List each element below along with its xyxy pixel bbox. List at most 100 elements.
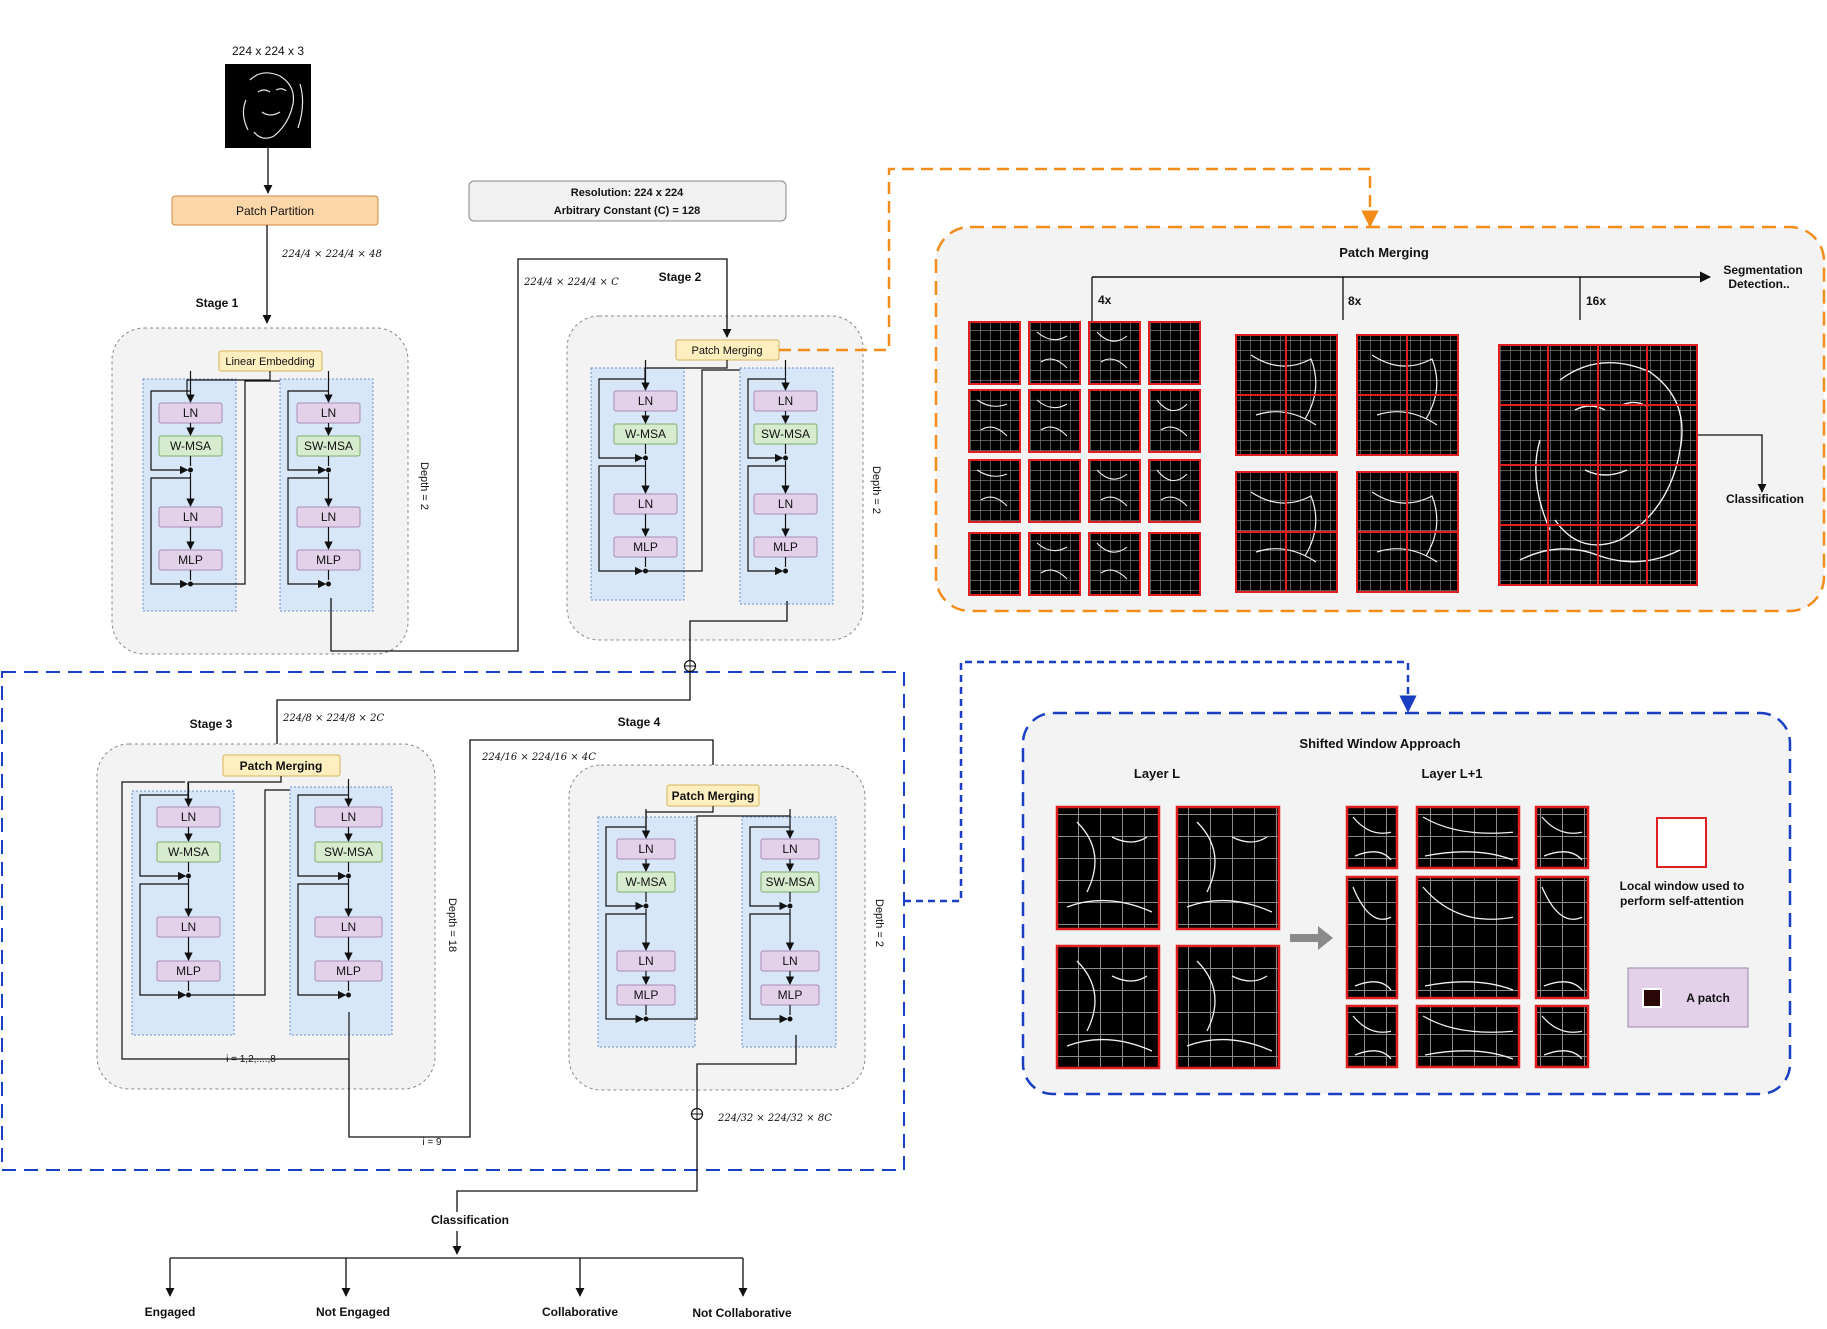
pm-4x-tile — [1148, 321, 1201, 385]
pm-4x-tile — [968, 532, 1021, 596]
s3-right-ln2-label: LN — [341, 920, 356, 934]
pm-segmentation: Segmentation — [1723, 263, 1802, 277]
legend-window-swatch — [1656, 817, 1707, 868]
s1-left-ln1-label: LN — [183, 406, 198, 420]
sw-layer-l1-window — [1415, 805, 1521, 870]
pm-8x-tile — [1356, 334, 1459, 456]
legend-patch-swatch — [1642, 988, 1662, 1008]
stage4-dims-out: 224/32 × 224/32 × 8C — [717, 1113, 832, 1124]
info-box — [468, 180, 787, 222]
sw-panel-title: Shifted Window Approach — [1299, 736, 1460, 751]
pm-4x-tile — [968, 389, 1021, 453]
s1-right-mlp-label: MLP — [316, 553, 341, 567]
stage4-title: Stage 4 — [618, 715, 661, 729]
s4-left-ln1-label: LN — [638, 842, 653, 856]
pm-4x-tile — [1148, 459, 1201, 523]
s3-left-column — [131, 790, 235, 1036]
pm-4x-tile — [1148, 532, 1201, 596]
s3-left-ln2-label: LN — [181, 920, 196, 934]
pm-4x-tile — [1088, 459, 1141, 523]
class-not-engaged: Not Engaged — [316, 1305, 390, 1319]
patch-partition-block — [171, 195, 379, 226]
sw-layer-l: Layer L — [1134, 766, 1180, 781]
sw-layer-l1-window — [1534, 1004, 1590, 1069]
legend-window-line2: perform self-attention — [1620, 894, 1744, 908]
s3-left-mlp-label: MLP — [176, 964, 201, 978]
sw-layer-l-grid — [1055, 805, 1281, 1070]
pm-scale-4x: 4x — [1098, 293, 1112, 307]
input-size-label: 224 x 224 x 3 — [232, 44, 304, 58]
s4-right-ln2-label: LN — [782, 954, 797, 968]
patch-partition-label: Patch Partition — [236, 204, 314, 218]
stage3-depth: Depth = 18 — [446, 898, 458, 952]
sw-layer-l1-window — [1534, 875, 1590, 1000]
s4-left-mlp-label: MLP — [634, 988, 659, 1002]
pm-8x-tile — [1356, 471, 1459, 593]
sw-layer-l-window — [1055, 805, 1161, 931]
sw-layer-l1-window — [1415, 1004, 1521, 1069]
sw-arrow — [1290, 926, 1333, 950]
pm-4x-tile — [1088, 389, 1141, 453]
pm-panel-title: Patch Merging — [1339, 245, 1429, 260]
sw-layer-l1-grid — [1345, 805, 1590, 1069]
stage2-title: Stage 2 — [659, 270, 702, 284]
stage4-depth: Depth = 2 — [873, 899, 885, 947]
pm-scale-8x: 8x — [1348, 294, 1362, 308]
pm-scale-16x: 16x — [1586, 294, 1606, 308]
sw-layer-l1-window — [1415, 875, 1521, 1000]
s2-right-ln1-label: LN — [778, 394, 793, 408]
pm-4x-tile — [968, 459, 1021, 523]
stage3-exit-label: i = 9 — [422, 1137, 442, 1148]
stage1-embed-label: Linear Embedding — [225, 356, 314, 368]
stage1-depth: Depth = 2 — [418, 462, 430, 510]
s1-left-mlp-label: MLP — [178, 553, 203, 567]
class-not-collaborative: Not Collaborative — [692, 1306, 792, 1320]
pm-8x-tile — [1235, 471, 1338, 593]
stage3-dims: 224/8 × 224/8 × 2C — [282, 713, 384, 724]
classification-title: Classification — [431, 1213, 509, 1227]
s1-left-attn-label: W-MSA — [170, 439, 211, 453]
s4-right-mlp-label: MLP — [778, 988, 803, 1002]
class-collaborative: Collaborative — [542, 1305, 618, 1319]
s1-right-ln1-label: LN — [321, 406, 336, 420]
pm-4x-grid — [968, 321, 1201, 596]
s4-right-attn-label: SW-MSA — [765, 875, 814, 889]
s2-left-ln2-label: LN — [638, 497, 653, 511]
s3-left-attn-label: W-MSA — [168, 845, 209, 859]
stage3-loop-label: i = 1,2,....,8 — [226, 1054, 276, 1065]
sw-layer-l-window — [1175, 805, 1281, 931]
stage3-merge-label: Patch Merging — [240, 759, 323, 773]
stage2-dims: 224/4 × 224/4 × C — [523, 277, 619, 288]
sw-layer-l1: Layer L+1 — [1421, 766, 1482, 781]
pm-classification: Classification — [1726, 492, 1804, 506]
s4-right-ln1-label: LN — [782, 842, 797, 856]
info-resolution: Resolution: 224 x 224 — [571, 187, 684, 199]
pm-4x-tile — [1028, 389, 1081, 453]
s3-right-mlp-label: MLP — [336, 964, 361, 978]
sw-layer-l1-window — [1345, 805, 1399, 870]
legend-patch-label: A patch — [1686, 991, 1730, 1005]
pm-4x-tile — [1148, 389, 1201, 453]
info-constant: Arbitrary Constant (C) = 128 — [554, 205, 700, 217]
pm-4x-tile — [1088, 321, 1141, 385]
stage4-dims-in: 224/16 × 224/16 × 4C — [481, 752, 596, 763]
sw-layer-l1-window — [1345, 875, 1399, 1000]
s1-right-attn-label: SW-MSA — [304, 439, 353, 453]
sw-layer-l-window — [1175, 944, 1281, 1070]
stage4-merge-label: Patch Merging — [672, 789, 755, 803]
pm-8x-grid — [1235, 334, 1459, 593]
stage1-title: Stage 1 — [196, 296, 239, 310]
s2-right-ln2-label: LN — [778, 497, 793, 511]
s2-left-ln1-label: LN — [638, 394, 653, 408]
s2-right-attn-label: SW-MSA — [761, 427, 810, 441]
pm-4x-tile — [1028, 532, 1081, 596]
pm-4x-tile — [1088, 532, 1141, 596]
input-image — [225, 64, 311, 148]
s1-left-ln2-label: LN — [183, 510, 198, 524]
pm-16x-image — [1498, 344, 1698, 586]
pm-4x-tile — [968, 321, 1021, 385]
sw-layer-l-window — [1055, 944, 1161, 1070]
stage3-title: Stage 3 — [190, 717, 233, 731]
sw-layer-l1-window — [1345, 1004, 1399, 1069]
